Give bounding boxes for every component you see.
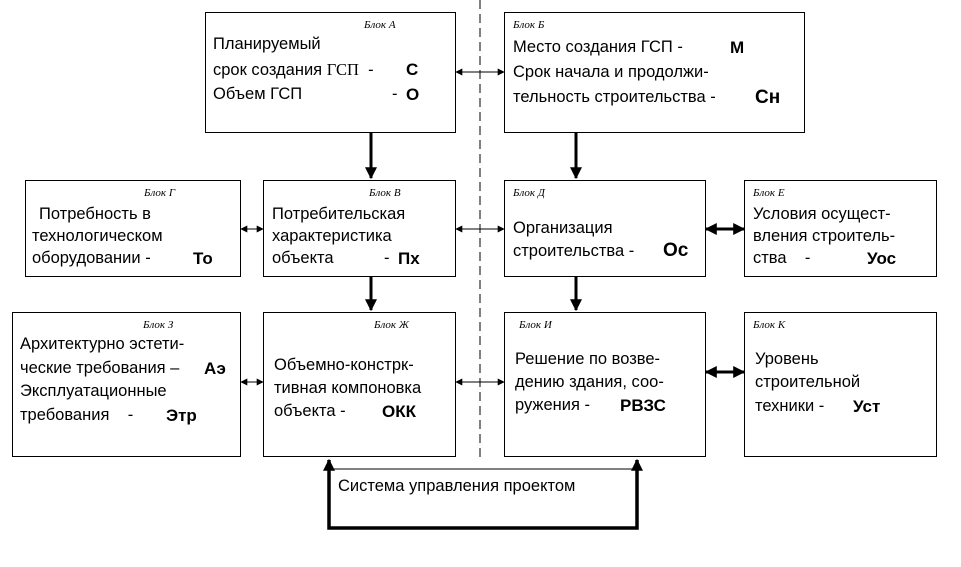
block-b-line1: Место создания ГСП - bbox=[513, 38, 683, 56]
block-d-line2: строительства - bbox=[513, 242, 635, 260]
block-a-line3: Объем ГСП bbox=[213, 85, 303, 103]
block-i-code: РВЗС bbox=[620, 396, 666, 415]
block-k-line3: техники - bbox=[755, 397, 825, 415]
block-e-tag: Блок Е bbox=[753, 187, 785, 199]
block-zh-line2: тивная компоновка bbox=[274, 379, 422, 397]
block-zh-line1: Объемно-констрк- bbox=[274, 356, 414, 374]
block-g-code: То bbox=[193, 249, 213, 268]
block-d-line1: Организация bbox=[513, 219, 613, 237]
block-e-line3: ства - bbox=[753, 249, 811, 267]
block-i-tag: Блок И bbox=[519, 319, 552, 331]
block-a-code1: С bbox=[406, 60, 419, 79]
block-v-line3: объекта bbox=[272, 249, 334, 267]
block-b-code1: М bbox=[730, 38, 745, 57]
block-b-line3: тельность строительства - bbox=[513, 88, 716, 106]
block-a-line2a: срок создания bbox=[213, 61, 327, 79]
block-zh-code: ОКК bbox=[382, 402, 416, 421]
block-z-code1: Аэ bbox=[204, 359, 226, 378]
block-k-code: Уст bbox=[853, 397, 881, 416]
block-b-line2: Срок начала и продолжи- bbox=[513, 63, 709, 81]
block-e-line2: вления строитель- bbox=[753, 227, 896, 245]
block-a-line2: срок создания ГСП - bbox=[213, 60, 374, 80]
block-b-code2: Сн bbox=[755, 87, 781, 108]
block-z-line2: ческие требования – bbox=[20, 359, 180, 377]
block-i-line2: дению здания, соо- bbox=[515, 373, 664, 391]
block-z: Блок З Архитектурно эстети- ческие требо… bbox=[12, 312, 241, 457]
block-i: Блок И Решение по возве- дению здания, с… bbox=[504, 312, 706, 457]
block-zh: Блок Ж Объемно-констрк- тивная компоновк… bbox=[263, 312, 456, 457]
block-e: Блок Е Условия осущест- вления строитель… bbox=[744, 180, 937, 277]
block-a: Блок А Планируемый срок создания ГСП - С… bbox=[205, 12, 456, 133]
block-z-line3: Эксплуатационные bbox=[20, 382, 167, 400]
block-z-line1: Архитектурно эстети- bbox=[20, 335, 185, 353]
block-g-line1: Потребность в bbox=[39, 205, 151, 223]
system-loop-outer bbox=[327, 460, 639, 530]
block-g-tag: Блок Г bbox=[144, 187, 176, 199]
block-g-line3: оборудовании - bbox=[32, 249, 151, 267]
block-k: Блок К Уровень строительной техники - Ус… bbox=[744, 312, 937, 457]
block-z-line4: требования - bbox=[20, 406, 134, 424]
block-v-code: Пх bbox=[398, 249, 420, 268]
block-g: Блок Г Потребность в технологическом обо… bbox=[25, 180, 241, 277]
block-k-tag: Блок К bbox=[753, 319, 786, 331]
block-b: Блок Б Место создания ГСП - М Срок начал… bbox=[504, 12, 805, 133]
block-v-line2: характеристика bbox=[272, 227, 392, 245]
block-zh-tag: Блок Ж bbox=[374, 319, 409, 331]
block-v-line3-dash: - bbox=[384, 249, 390, 267]
block-i-line3: ружения - bbox=[515, 396, 590, 414]
block-v: Блок В Потребительская характеристика об… bbox=[263, 180, 456, 277]
block-g-line2: технологическом bbox=[32, 227, 163, 245]
block-a-code2: О bbox=[406, 85, 420, 104]
system-label: Система управления проектом bbox=[338, 477, 576, 495]
block-b-tag: Блок Б bbox=[513, 19, 545, 31]
block-k-line1: Уровень bbox=[755, 350, 819, 368]
block-a-tag: Блок А bbox=[364, 19, 396, 31]
block-z-code2: Этр bbox=[166, 406, 197, 425]
block-d-tag: Блок Д bbox=[513, 187, 545, 199]
block-v-tag: Блок В bbox=[369, 187, 401, 199]
block-a-line1: Планируемый bbox=[213, 35, 321, 53]
block-e-line1: Условия осущест- bbox=[753, 205, 891, 223]
block-zh-line3: объекта - bbox=[274, 402, 346, 420]
block-k-line2: строительной bbox=[755, 373, 861, 391]
block-a-line3-dash: - bbox=[392, 85, 398, 103]
block-i-line1: Решение по возве- bbox=[515, 350, 661, 368]
block-d-code: Ос bbox=[663, 240, 689, 261]
block-a-line2b: ГСП bbox=[326, 60, 359, 79]
block-e-code: Уос bbox=[867, 249, 897, 268]
block-z-tag: Блок З bbox=[143, 319, 174, 331]
block-d: Блок Д Организация строительства - Ос bbox=[504, 180, 706, 277]
block-v-line1: Потребительская bbox=[272, 205, 406, 223]
block-a-line2c: - bbox=[358, 61, 374, 79]
